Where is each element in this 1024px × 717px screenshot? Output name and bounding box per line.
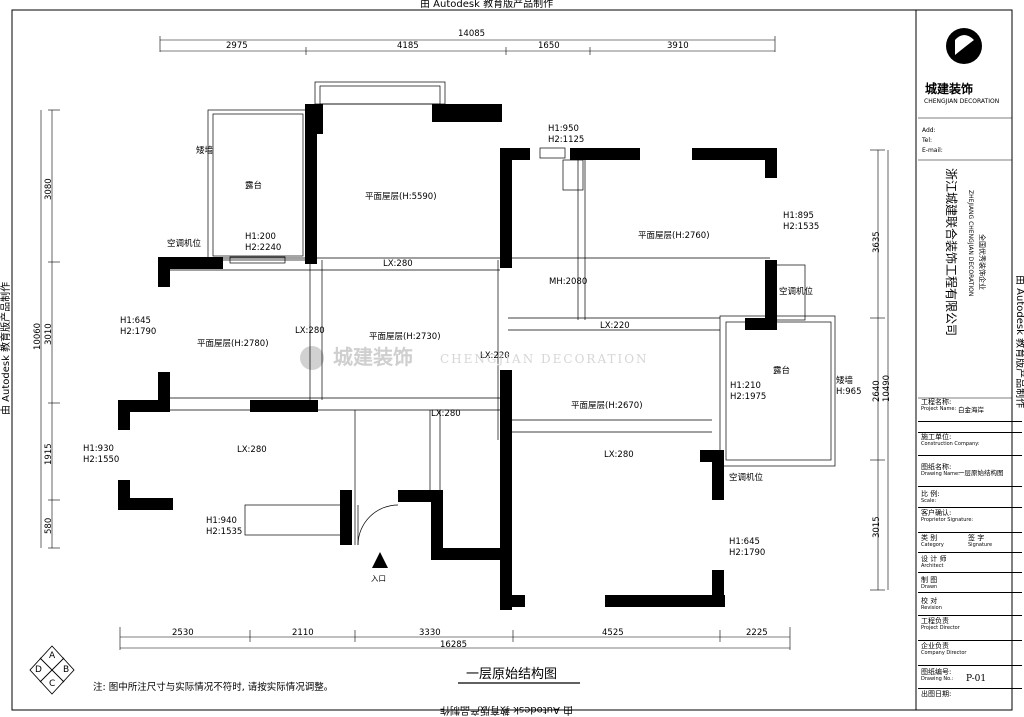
label-ac-left: 空调机位 <box>167 239 202 249</box>
dim-left-1: 3080 <box>44 178 54 200</box>
logo-text-en: CHENGJIAN DECORATION <box>924 98 1000 105</box>
label-h2-1535b: H2:1535 <box>206 527 243 537</box>
dim-bottom-2: 2110 <box>292 628 314 638</box>
contact-tel: Tel: <box>922 137 933 144</box>
label-terrace-right: 露台 <box>773 366 791 376</box>
label-roof-2780: 平面屋层(H:2780) <box>197 339 269 349</box>
label-lx220-a: LX:220 <box>600 321 630 331</box>
compass-b: B <box>63 665 70 675</box>
company-name-cn: 浙江城建联合装饰工程有限公司 <box>944 168 958 337</box>
label-ac-bottom: 空调机位 <box>729 473 764 483</box>
label-h2-1550: H2:1550 <box>83 455 120 465</box>
label-h1-895: H1:895 <box>783 211 814 221</box>
label-roof-2760: 平面屋层(H:2760) <box>638 231 710 241</box>
tb-drawing-no-label: 图纸编号:Drawing No.: <box>921 668 954 682</box>
label-lx280-b: LX:280 <box>295 326 325 336</box>
tb-date-label: 出图日期: <box>921 690 952 698</box>
label-h1-200: H1:200 <box>245 232 276 242</box>
label-h1-950: H1:950 <box>548 124 579 134</box>
center-watermark-en: CHENGJIAN DECORATION <box>440 352 649 366</box>
label-dwarf-wall-left: 矮墙 <box>196 146 214 156</box>
label-h1-645a: H1:645 <box>120 316 151 326</box>
label-h2-1535: H2:1535 <box>783 222 820 232</box>
label-roof-2670: 平面屋层(H:2670) <box>571 401 643 411</box>
company-slogan: 全国优秀装饰企业 <box>978 234 986 290</box>
company-name-en: ZHEJIANG CHENGJIAN DECORATION <box>967 190 974 297</box>
dim-top-3: 1650 <box>538 41 560 51</box>
dim-bottom-total: 16285 <box>440 640 468 650</box>
label-h2-2240: H2:2240 <box>245 243 282 253</box>
label-h1-930: H1:930 <box>83 444 114 454</box>
tb-drawing-no-value: P-01 <box>966 674 987 684</box>
label-lx280-c: LX:280 <box>431 409 461 419</box>
dim-right-1: 3635 <box>872 231 882 253</box>
label-roof-5590: 平面屋层(H:5590) <box>365 192 437 202</box>
compass-c: C <box>49 679 56 689</box>
compass-a: A <box>49 651 56 661</box>
label-h2-1790b: H2:1790 <box>729 548 766 558</box>
drawing-title: 一层原始结构图 <box>466 667 558 682</box>
contact-email: E-mail: <box>922 147 943 154</box>
compass-d: D <box>35 665 42 675</box>
dim-left-total: 10060 <box>33 322 43 350</box>
dim-top-4: 3910 <box>667 41 689 51</box>
tb-drawing-name-label: 图纸名称:Drawing Name: <box>921 463 960 477</box>
dim-top-1: 2975 <box>226 41 248 51</box>
dim-bottom-3: 3330 <box>419 628 441 638</box>
label-lx220-b: LX:220 <box>480 351 510 361</box>
dim-right-total: 10490 <box>882 374 892 402</box>
dim-left-3: 1915 <box>44 443 54 465</box>
contact-add: Add: <box>922 127 936 134</box>
dim-top-total: 14085 <box>458 29 486 39</box>
tb-proprietor-label: 客户确认:Proprietor Signature: <box>921 509 974 523</box>
label-lx280-d: LX:280 <box>237 445 267 455</box>
label-lx280-e: LX:280 <box>604 450 634 460</box>
dim-top-2: 4185 <box>397 41 419 51</box>
label-entrance: 入口 <box>371 574 386 583</box>
label-h2-1790a: H2:1790 <box>120 327 157 337</box>
label-h965: H:965 <box>836 387 862 397</box>
label-dwarf-wall-right: 矮墙 <box>836 376 854 386</box>
label-h2-1975: H2:1975 <box>730 392 767 402</box>
label-h1-645b: H1:645 <box>729 537 760 547</box>
dim-left-4: 580 <box>44 517 54 534</box>
note-text: 注: 图中所注尺寸与实际情况不符时, 请按实际情况调整。 <box>93 682 334 693</box>
label-h1-210: H1:210 <box>730 381 761 391</box>
label-ac-right: 空调机位 <box>779 287 814 297</box>
label-lx280-a: LX:280 <box>383 259 413 269</box>
center-watermark-cn: 城建装饰 <box>333 345 413 369</box>
label-h2-1125: H2:1125 <box>548 135 585 145</box>
tb-project-label: 工程名称:Project Name: <box>921 398 957 412</box>
tb-construction-label: 施工单位:Construction Company: <box>921 433 980 447</box>
tb-drawing-name-value: 一层原始结构图 <box>958 469 1004 477</box>
tb-project-value: 白金海岸 <box>958 406 984 414</box>
logo-text-cn: 城建装饰 <box>925 82 974 96</box>
dim-bottom-5: 2225 <box>746 628 768 638</box>
dim-bottom-4: 4525 <box>602 628 624 638</box>
dim-left-2: 3010 <box>44 323 54 345</box>
tb-scale-label: 比 例:Scale: <box>921 490 940 504</box>
label-mh2080: MH:2080 <box>549 277 588 287</box>
autodesk-watermark-top: 由 Autodesk 教育版产品制作 <box>420 0 554 10</box>
label-roof-2730: 平面屋层(H:2730) <box>369 332 441 342</box>
dim-right-3: 3015 <box>872 516 882 538</box>
dim-right-2: 2640 <box>872 380 882 402</box>
label-h1-940: H1:940 <box>206 516 237 526</box>
label-terrace-left: 露台 <box>245 181 263 191</box>
dim-bottom-1: 2530 <box>172 628 194 638</box>
